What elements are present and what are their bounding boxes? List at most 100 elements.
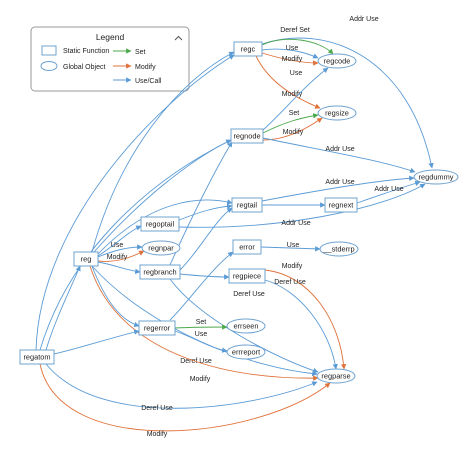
node-errseen[interactable]: errseen xyxy=(226,318,266,334)
node-regnext[interactable]: regnext xyxy=(324,197,358,213)
node-errseen-label: errseen xyxy=(233,322,258,331)
edge-reg-regc-use xyxy=(91,51,235,253)
edge-label-regoptail-regdummy: Addr Use xyxy=(281,220,310,227)
edge-label-regc-regcode: Deref Set xyxy=(280,27,310,34)
edge-label-regc-regdummy: Addr Use xyxy=(349,16,378,23)
node-reg-shape xyxy=(73,251,99,267)
edge-regtail-regdummy-use xyxy=(261,175,415,202)
legend-set-label: Set xyxy=(135,49,146,56)
node-regsize[interactable]: regsize xyxy=(317,105,357,121)
edge-regatom-regparse-use xyxy=(45,363,318,409)
edge-reg-regnpar-use xyxy=(97,244,143,258)
edge-regerror-errreport-use xyxy=(174,330,228,353)
node-regpiece[interactable]: regpiece xyxy=(228,268,266,284)
edge-regpiece-regparse-modify xyxy=(264,269,347,370)
edge-reg-regerror-use xyxy=(91,265,140,328)
edge-label-regbranch-regparse: Deref Use xyxy=(233,291,265,298)
edge-regatom-regnode-use xyxy=(39,139,232,351)
node-error[interactable]: error xyxy=(232,239,262,255)
node-regdummy[interactable]: regdummy xyxy=(413,169,459,185)
edge-label-regpiece-regparse: Deref Use xyxy=(274,279,306,286)
edge-label-reg-regparse: Modify xyxy=(190,376,211,383)
edge-label-regc-regcode: Use xyxy=(286,45,299,52)
edge-reg-regbranch-use xyxy=(97,261,141,275)
node-regerror-shape xyxy=(138,320,176,336)
node-reg[interactable]: reg xyxy=(73,251,99,267)
node-error-shape xyxy=(232,239,262,255)
nodes: regc regcode regsize regnode regdummy regtail… xyxy=(19,41,459,384)
edge-error-stderrp-use xyxy=(260,246,321,252)
node-errreport-shape xyxy=(226,344,266,360)
node-regnext-shape xyxy=(324,197,358,213)
node-regatom-label: regatom xyxy=(23,353,50,362)
edge-regoptail-regtail-use xyxy=(178,203,233,221)
edge-regbranch-regtail-use xyxy=(179,207,233,271)
legend-frame xyxy=(30,26,190,92)
node-regpiece-label: regpiece xyxy=(233,272,261,281)
node-regerror[interactable]: regerror xyxy=(138,320,176,336)
edge-label-regtail-regdummy: Addr Use xyxy=(325,179,354,186)
edge-label-regnode-regsize: Modify xyxy=(283,129,304,136)
edge-regatom-regc-use xyxy=(35,54,235,351)
edge-label-reg-regnpar: Use xyxy=(111,242,124,249)
legend-use-label: Use/Call xyxy=(135,78,162,85)
node-regc-shape xyxy=(233,41,263,57)
edge-regpiece-regparse-use xyxy=(264,279,338,370)
node-regbranch[interactable]: regbranch xyxy=(139,264,181,280)
node-regcode[interactable]: regcode xyxy=(317,53,357,69)
legend-static-function-swatch xyxy=(41,45,57,56)
edge-regc-regcode-set xyxy=(261,38,334,55)
node-regoptail-label: regoptail xyxy=(146,220,175,229)
node-regnode[interactable]: regnode xyxy=(230,128,264,144)
edge-regc-regcode-modify xyxy=(261,52,319,66)
node-stderrp[interactable]: __stderrp xyxy=(319,241,359,257)
node-regparse[interactable]: regparse xyxy=(316,368,356,384)
node-regpiece-shape xyxy=(228,268,266,284)
node-regoptail[interactable]: regoptail xyxy=(140,216,180,232)
edge-label-regpiece-regparse: Modify xyxy=(282,263,303,270)
node-regnpar-label: regnpar xyxy=(148,244,174,253)
edge-label-regnext-regdummy: Addr Use xyxy=(374,186,403,193)
edge-regnext-regdummy-use xyxy=(356,180,421,204)
chevron-up-icon[interactable] xyxy=(174,35,183,41)
edge-label-regerror-errseen: Set xyxy=(196,319,207,326)
node-stderrp-label: __stderrp xyxy=(322,245,354,254)
node-errreport[interactable]: errreport xyxy=(226,344,266,360)
node-regtail-label: regtail xyxy=(237,201,257,210)
legend: Legend Static Function Global Object Set… xyxy=(30,26,190,92)
node-regtail-shape xyxy=(231,197,263,213)
edge-label-reg-regnpar: Modify xyxy=(107,254,128,261)
node-regtail[interactable]: regtail xyxy=(231,197,263,213)
node-regc-label: regc xyxy=(241,45,256,54)
edge-regbranch-regpiece-use xyxy=(179,273,230,280)
edge-reg-regnpar-modify xyxy=(97,250,145,262)
edge-regoptail-regdummy-use xyxy=(178,183,426,228)
edge-regatom-regparse-modify xyxy=(39,363,331,432)
edge-regc-regcode-use xyxy=(261,48,319,59)
node-regparse-shape xyxy=(316,368,356,384)
edge-regerror-error-use xyxy=(169,251,234,321)
node-regc[interactable]: regc xyxy=(233,41,263,57)
node-regcode-label: regcode xyxy=(324,57,351,66)
edge-regerror-errseen-set xyxy=(174,324,228,330)
node-regbranch-shape xyxy=(139,264,181,280)
edge-label-regnode-regdummy: Addr Use xyxy=(325,146,354,153)
edge-regc-regsize-modify xyxy=(255,55,321,109)
node-regnext-label: regnext xyxy=(329,201,354,210)
node-regsize-shape xyxy=(317,105,357,121)
node-regnpar[interactable]: regnpar xyxy=(141,240,181,256)
edge-label-regnode-regcode: Use xyxy=(290,70,303,77)
node-regoptail-shape xyxy=(140,216,180,232)
edge-reg-regoptail-use xyxy=(97,225,142,257)
node-regparse-label: regparse xyxy=(321,372,350,381)
edge-regc-regdummy-use xyxy=(261,37,434,169)
node-regcode-shape xyxy=(317,53,357,69)
edge-label-regnode-regsize: Set xyxy=(289,110,300,117)
edge-reg-regtail-use xyxy=(97,199,233,255)
legend-global-object-swatch xyxy=(40,61,58,71)
node-regatom-shape xyxy=(19,349,55,365)
node-regerror-label: regerror xyxy=(144,324,171,333)
node-regatom[interactable]: regatom xyxy=(19,349,55,365)
